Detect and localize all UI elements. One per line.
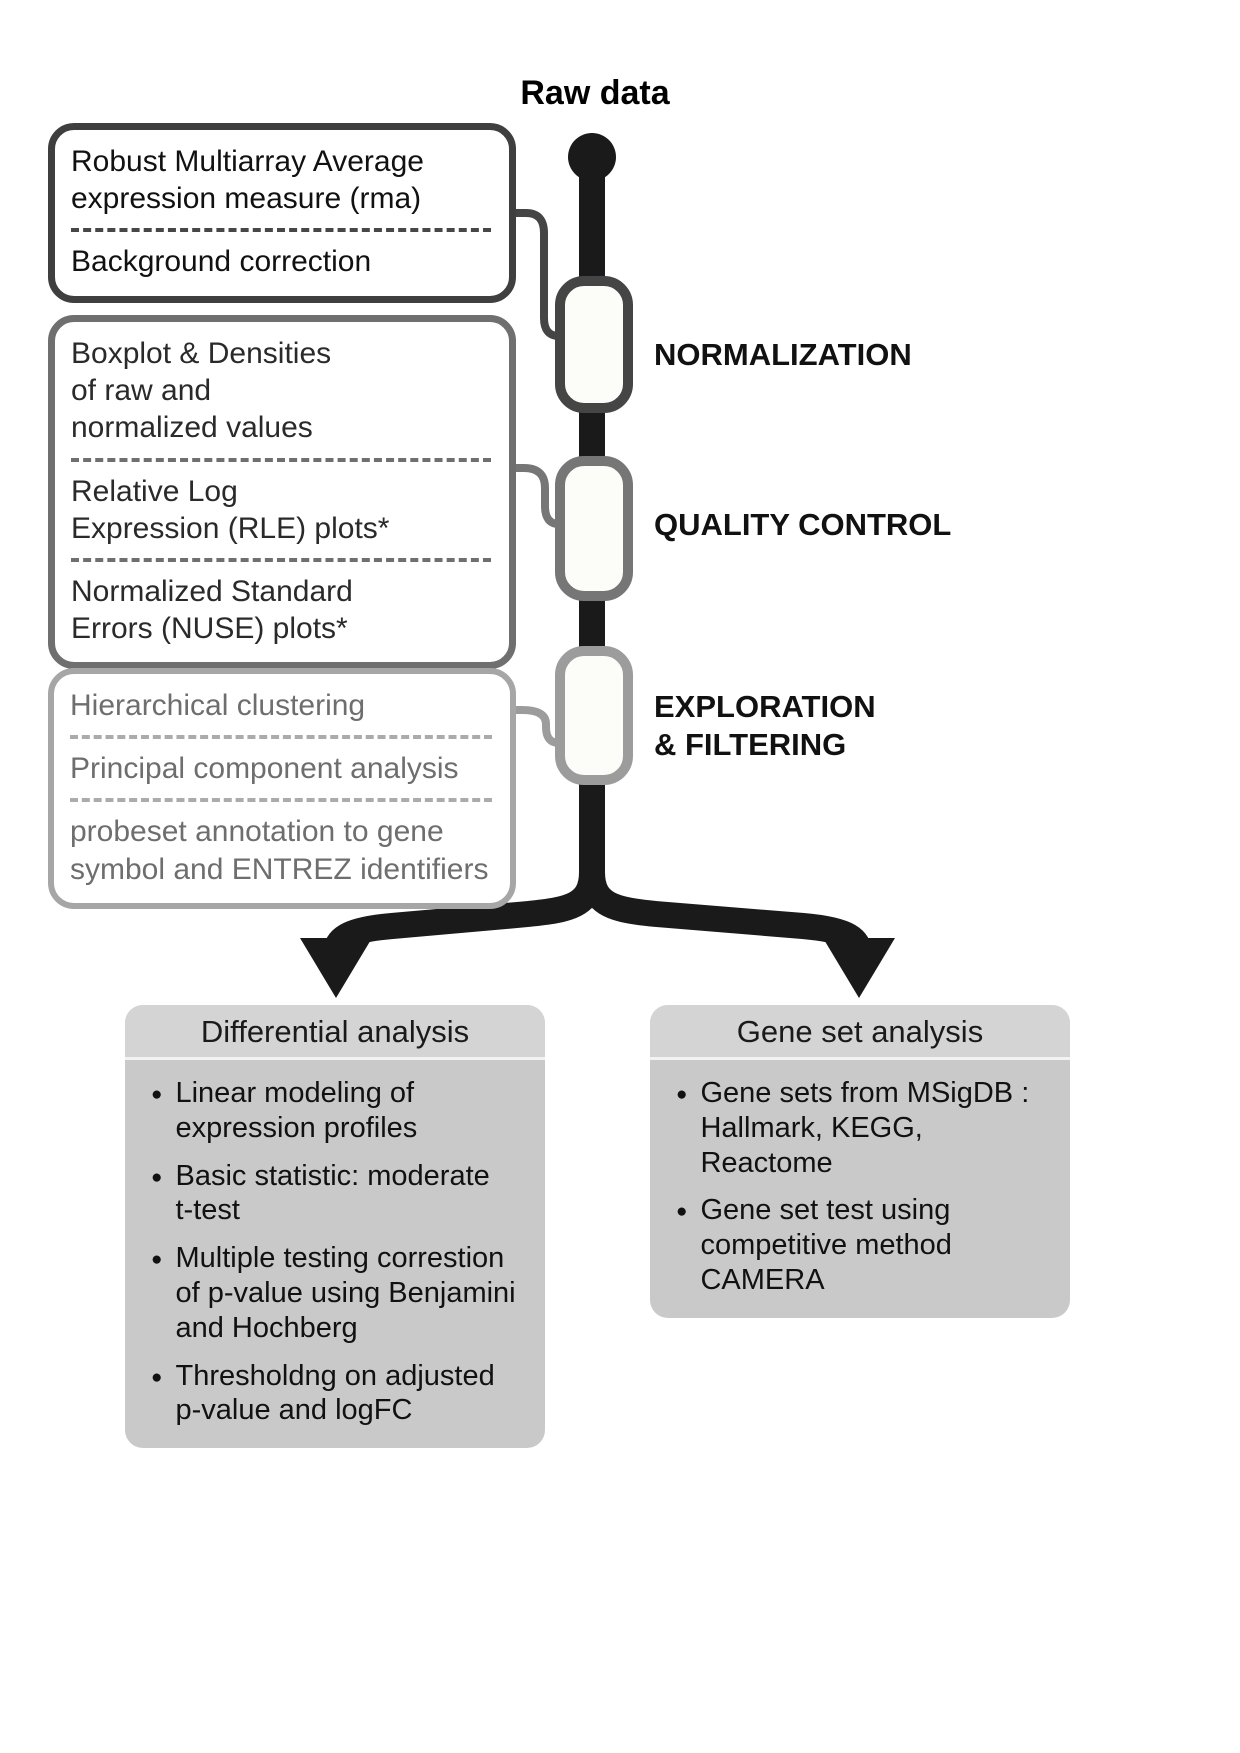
branch-arm-right [579,850,872,956]
bullet-item: ● Gene sets from MSigDB : Hallmark, KEGG… [676,1076,1054,1180]
stage-label-normalization: NORMALIZATION [654,337,912,372]
connector-exploration [508,706,563,747]
stage-label-quality-control: QUALITY CONTROL [654,507,952,542]
step-text: probeset annotation to gene symbol and E… [70,815,489,886]
stage-box-exploration: Hierarchical clustering Principal compon… [48,668,516,909]
branch-item-list: ● Gene sets from MSigDB : Hallmark, KEGG… [650,1060,1070,1318]
step-text: Normalized Standard Errors (NUSE) plots* [71,574,353,646]
stage-box-normalization: Robust Multiarray Average expression mea… [48,123,516,303]
dashed-divider [71,457,491,462]
branch-item-list: ● Linear modeling of expression profiles… [125,1060,545,1448]
bullet-icon: ● [151,1249,163,1271]
bullet-item: ● Linear modeling of expression profiles [151,1076,529,1146]
raw-data-node [568,133,616,181]
bullet-text: Gene set test using competitive method C… [700,1194,952,1296]
branch-box-differential-analysis: Differential analysis ● Linear modeling … [125,1005,545,1449]
branch-arrow-left [300,938,372,998]
dashed-divider [70,735,492,740]
connector-normalization [508,209,563,340]
step-text: Relative Log Expression (RLE) plots* [71,474,390,545]
dashed-divider [71,557,491,562]
connector-quality-control [508,464,563,528]
quality-control-node [555,456,633,601]
stage-box-quality-control: Boxplot & Densities of raw and normalize… [48,315,516,670]
bullet-text: Linear modeling of expression profiles [175,1077,418,1144]
branch-box-gene-set-analysis: Gene set analysis ● Gene sets from MSigD… [650,1005,1070,1318]
branch-title: Differential analysis [125,1005,545,1060]
bullet-item: ● Thresholdng on adjusted p-value and lo… [151,1359,529,1429]
bullet-item: ● Basic statistic: moderate t-test [151,1159,529,1229]
normalization-node [555,276,633,413]
branch-title: Gene set analysis [650,1005,1070,1060]
bullet-text: Multiple testing correstion of p-value u… [175,1242,516,1344]
step-text: Hierarchical clustering [70,689,366,722]
raw-data-label: Raw data [520,74,670,112]
bullet-icon: ● [676,1201,688,1223]
bullet-text: Thresholdng on adjusted p-value and logF… [175,1359,495,1427]
bullet-icon: ● [151,1366,163,1388]
stage-label-exploration: EXPLORATION & FILTERING [654,689,876,762]
step-text: Boxplot & Densities of raw and normalize… [71,337,332,445]
bullet-text: Basic statistic: moderate t-test [175,1159,490,1227]
dashed-divider [71,228,491,233]
step-text: Robust Multiarray Average expression mea… [71,145,424,216]
bullet-icon: ● [151,1166,163,1188]
step-text: Background correction [71,245,372,279]
exploration-node [555,646,633,785]
bullet-text: Gene sets from MSigDB : Hallmark, KEGG, … [700,1077,1030,1179]
bullet-icon: ● [676,1084,688,1105]
step-text: Principal component analysis [70,752,459,786]
bullet-icon: ● [151,1084,163,1105]
dashed-divider [70,798,492,803]
bullet-item: ● Multiple testing correstion of p-value… [151,1241,529,1345]
bullet-item: ● Gene set test using competitive method… [676,1193,1054,1297]
branch-arrow-right [823,938,895,998]
